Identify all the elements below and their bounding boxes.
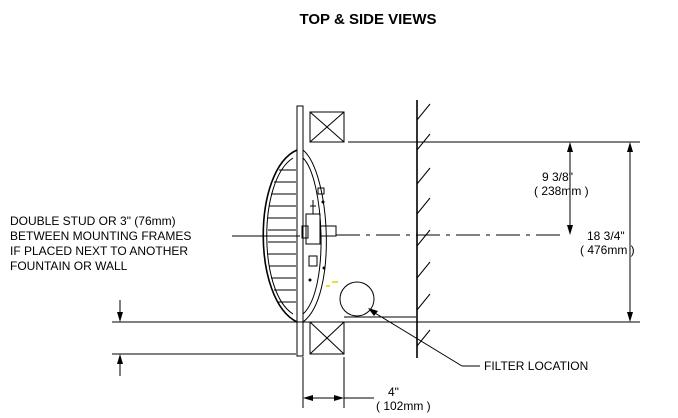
- mounting-note-line-1: DOUBLE STUD OR 3" (76mm): [10, 214, 176, 228]
- full-height-imperial: 18 3/4": [587, 229, 625, 243]
- mounting-note-line-2: BETWEEN MOUNTING FRAMES: [10, 229, 191, 243]
- half-height-metric: ( 238mm ): [534, 184, 589, 198]
- fountain-body: [262, 149, 338, 323]
- depth-imperial: 4": [388, 385, 399, 399]
- full-height-dimension: [627, 142, 633, 322]
- mounting-note-line-4: FOUNTAIN OR WALL: [10, 259, 128, 273]
- grille: [268, 169, 296, 303]
- depth-dimension: [302, 357, 374, 408]
- filter-symbol: [339, 281, 375, 317]
- filter-location-label: FILTER LOCATION: [484, 359, 588, 373]
- mounting-note-line-3: IF PLACED NEXT TO ANOTHER: [10, 244, 188, 258]
- half-height-imperial: 9 3/8": [542, 170, 573, 184]
- half-height-dimension: [567, 142, 573, 235]
- drawing-title: TOP & SIDE VIEWS: [300, 11, 437, 28]
- full-height-metric: ( 476mm ): [580, 243, 635, 257]
- wall: [416, 100, 431, 358]
- note-dimension-arrows: [117, 300, 123, 376]
- filter-leader: [368, 308, 480, 367]
- top-stud: [309, 111, 345, 143]
- bottom-stud: [309, 321, 345, 355]
- mounting-plate: [296, 105, 304, 357]
- depth-metric: ( 102mm ): [376, 399, 431, 413]
